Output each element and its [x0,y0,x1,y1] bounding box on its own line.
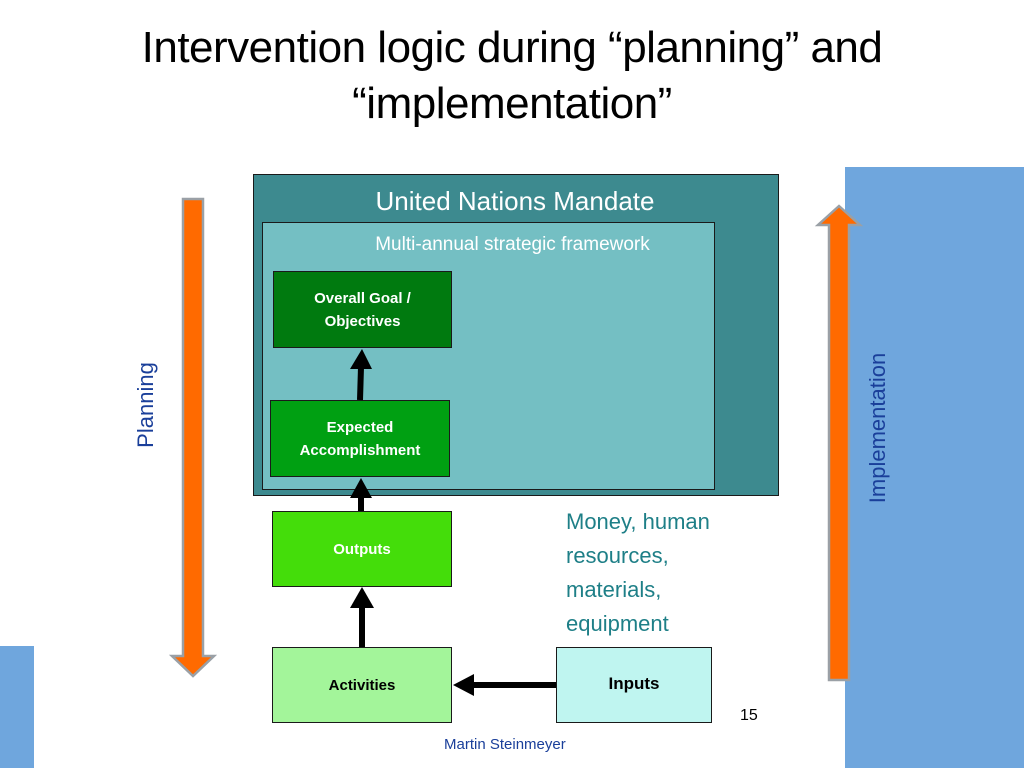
outputs-box: Outputs [272,511,452,587]
inputs-description-line: materials, [566,577,662,602]
expected-accomplishment-box: Expected Accomplishment [270,400,450,477]
overall-goal-box: Overall Goal / Objectives [273,271,452,348]
arrow-inputs-to-activities [453,674,556,696]
arrow-activities-to-outputs [350,587,374,647]
outputs-label: Outputs [333,540,391,558]
inputs-description: Money, human resources, materials, equip… [566,505,766,641]
activities-label: Activities [328,676,396,694]
title-line-2: “implementation” [352,79,672,128]
expected-line-2: Accomplishment [299,441,421,459]
strategic-framework-label: Multi-annual strategic framework [375,234,650,255]
inputs-description-line: Money, human [566,509,710,534]
inputs-box: Inputs [556,647,712,723]
right-side-panel [845,167,1024,768]
title-line-1: Intervention logic during “planning” and [141,23,883,72]
un-mandate-label: United Nations Mandate [375,186,655,216]
author-footer: Martin Steinmeyer [444,736,566,753]
inputs-description-line: equipment [566,611,669,636]
planning-arrow [168,197,218,678]
activities-box: Activities [272,647,452,723]
arrow-expected-to-goal [350,349,372,401]
slide-title: Intervention logic during “planning” and… [0,20,1024,132]
left-corner-panel [0,646,34,768]
inputs-description-line: resources, [566,543,669,568]
overall-goal-line-2: Objectives [324,312,401,330]
inputs-label: Inputs [608,674,660,693]
page-number: 15 [740,707,758,724]
expected-line-1: Expected [326,418,394,436]
overall-goal-line-1: Overall Goal / [314,289,411,307]
arrow-outputs-to-expected [350,478,372,511]
implementation-arrow [814,204,864,682]
